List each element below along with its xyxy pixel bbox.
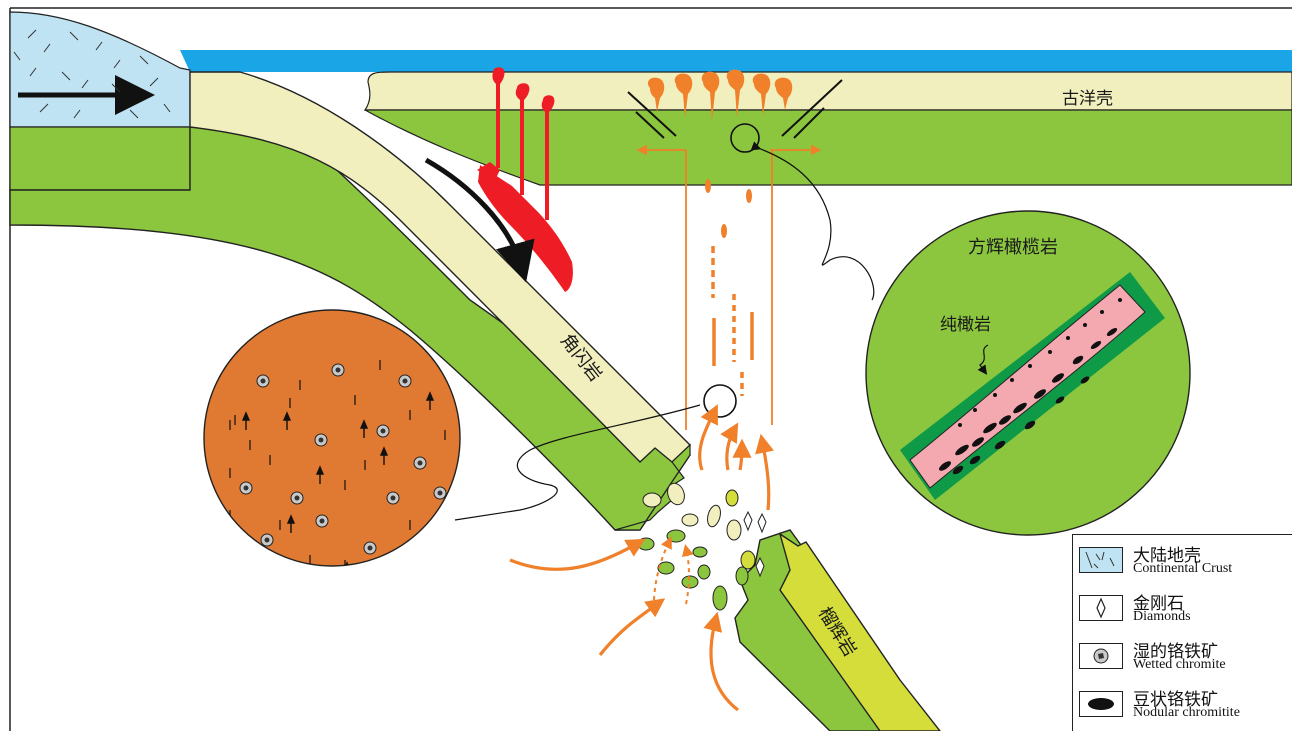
continental-crust <box>10 12 190 127</box>
legend-item-wetted-chromite: 湿的铬铁矿 Wetted chromite <box>1079 637 1291 677</box>
legend-en: Nodular chromitite <box>1133 705 1240 721</box>
label-dunite: 纯橄岩 <box>940 315 991 335</box>
wetted-chromite-icon <box>1079 643 1123 669</box>
legend-en: Continental Crust <box>1133 561 1232 577</box>
legend-en: Wetted chromite <box>1133 657 1226 673</box>
rising-fluid-column <box>713 246 752 396</box>
continental-crust-swatch <box>1079 547 1123 573</box>
legend-en: Diamonds <box>1133 609 1191 625</box>
legend-item-nodular-chromitite: 豆状铬铁矿 Nodular chromitite <box>1079 685 1291 725</box>
label-harzburgite: 方辉橄榄岩 <box>968 237 1058 258</box>
amphibolite-inset <box>204 310 460 580</box>
legend-item-continental-crust: 大陆地壳 Continental Crust <box>1079 541 1291 581</box>
overriding-plate-mantle <box>365 110 1292 185</box>
legend: 大陆地壳 Continental Crust 金刚石 Diamonds 湿的铬铁… <box>1072 534 1292 731</box>
harzburgite-inset <box>866 211 1190 535</box>
ancient-oceanic-crust <box>365 72 1292 110</box>
sample-circle-lower <box>704 385 736 417</box>
legend-item-diamonds: 金刚石 Diamonds <box>1079 589 1291 629</box>
label-ancient-oceanic-crust: 古洋壳 <box>1062 89 1113 109</box>
nodular-chromitite-icon <box>1079 691 1123 717</box>
diamond-icon <box>1079 595 1123 621</box>
ocean-water <box>180 50 1292 72</box>
upper-plate-mantle-left <box>10 127 190 190</box>
fluid-droplets <box>705 179 752 238</box>
